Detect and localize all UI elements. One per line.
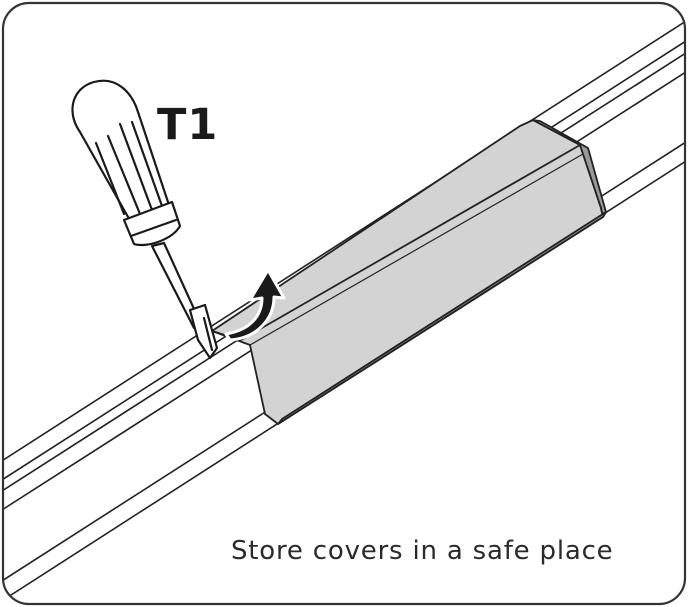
rail-cover — [211, 119, 607, 425]
curved-arrow-up-icon — [224, 268, 286, 342]
screwdriver-icon — [71, 79, 219, 360]
tool-label: T1 — [157, 100, 219, 150]
caption: Store covers in a safe place — [231, 536, 614, 566]
